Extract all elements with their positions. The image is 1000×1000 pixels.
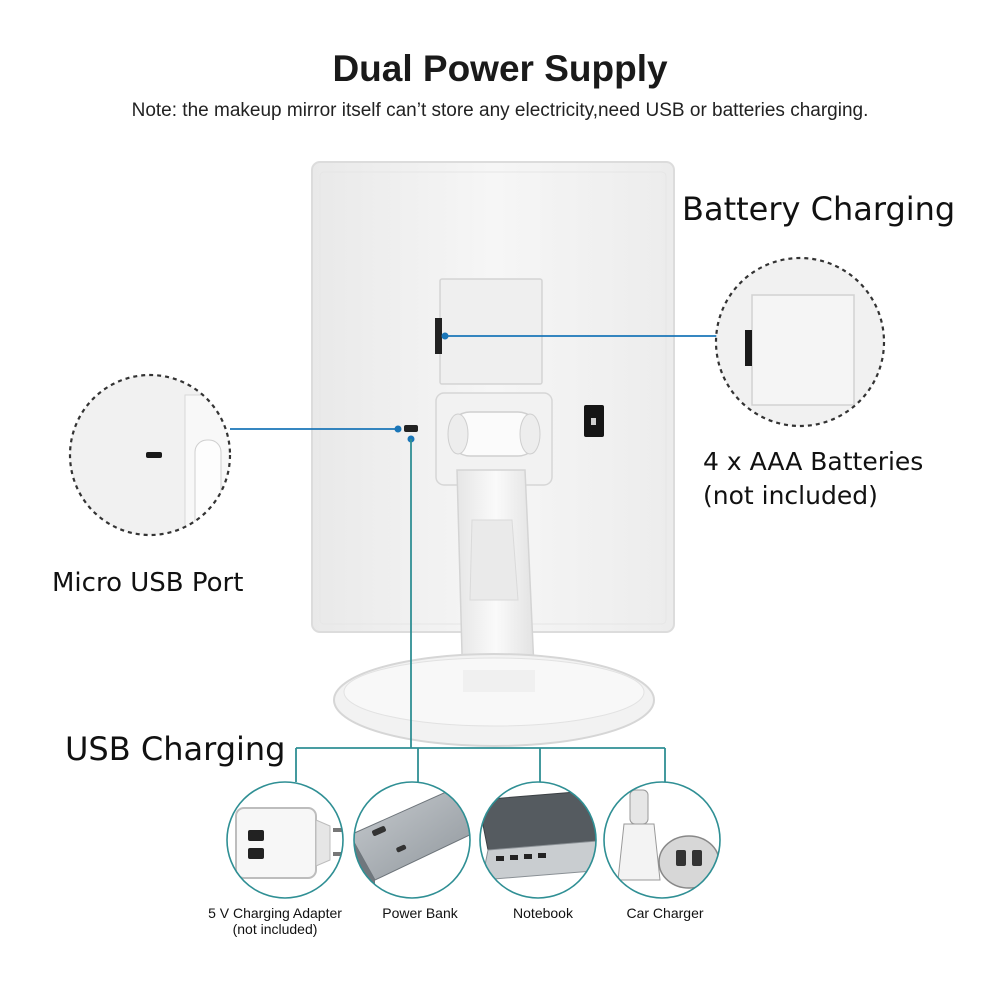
power-bank-caption: Power Bank [382,905,458,921]
usb-charging-line [295,435,666,782]
battery-callout-line [441,332,717,340]
adapter-caption-line2: (not included) [232,921,318,937]
adapter-caption: 5 V Charging Adapter (not included) [205,905,345,937]
adapter-icon [226,781,344,899]
battery-note: (not included) [703,481,878,510]
battery-zoom [714,256,886,428]
mirror-base [333,653,655,747]
usb-charging-heading: USB Charging [65,730,286,768]
notebook-caption: Notebook [513,905,573,921]
usb-port-label: Micro USB Port [52,568,244,598]
battery-spec: 4 x AAA Batteries [703,447,924,476]
micro-usb-port [404,425,418,432]
power-bank-icon [353,781,471,899]
mirror-hinge [435,392,553,486]
car-charger-caption: Car Charger [626,905,704,921]
car-charger-icon [603,781,721,899]
note-text: Note: the makeup mirror itself can’t sto… [131,100,869,121]
battery-compartment [435,278,543,385]
page-title: Dual Power Supply [332,48,668,89]
mirror-stand [456,469,536,691]
usb-port-callout-line [230,425,402,433]
adapter-caption-line1: 5 V Charging Adapter [208,905,342,921]
battery-charging-heading: Battery Charging [682,190,956,228]
usb-port-zoom [68,373,232,537]
power-switch [584,405,604,437]
notebook-icon [479,781,597,899]
